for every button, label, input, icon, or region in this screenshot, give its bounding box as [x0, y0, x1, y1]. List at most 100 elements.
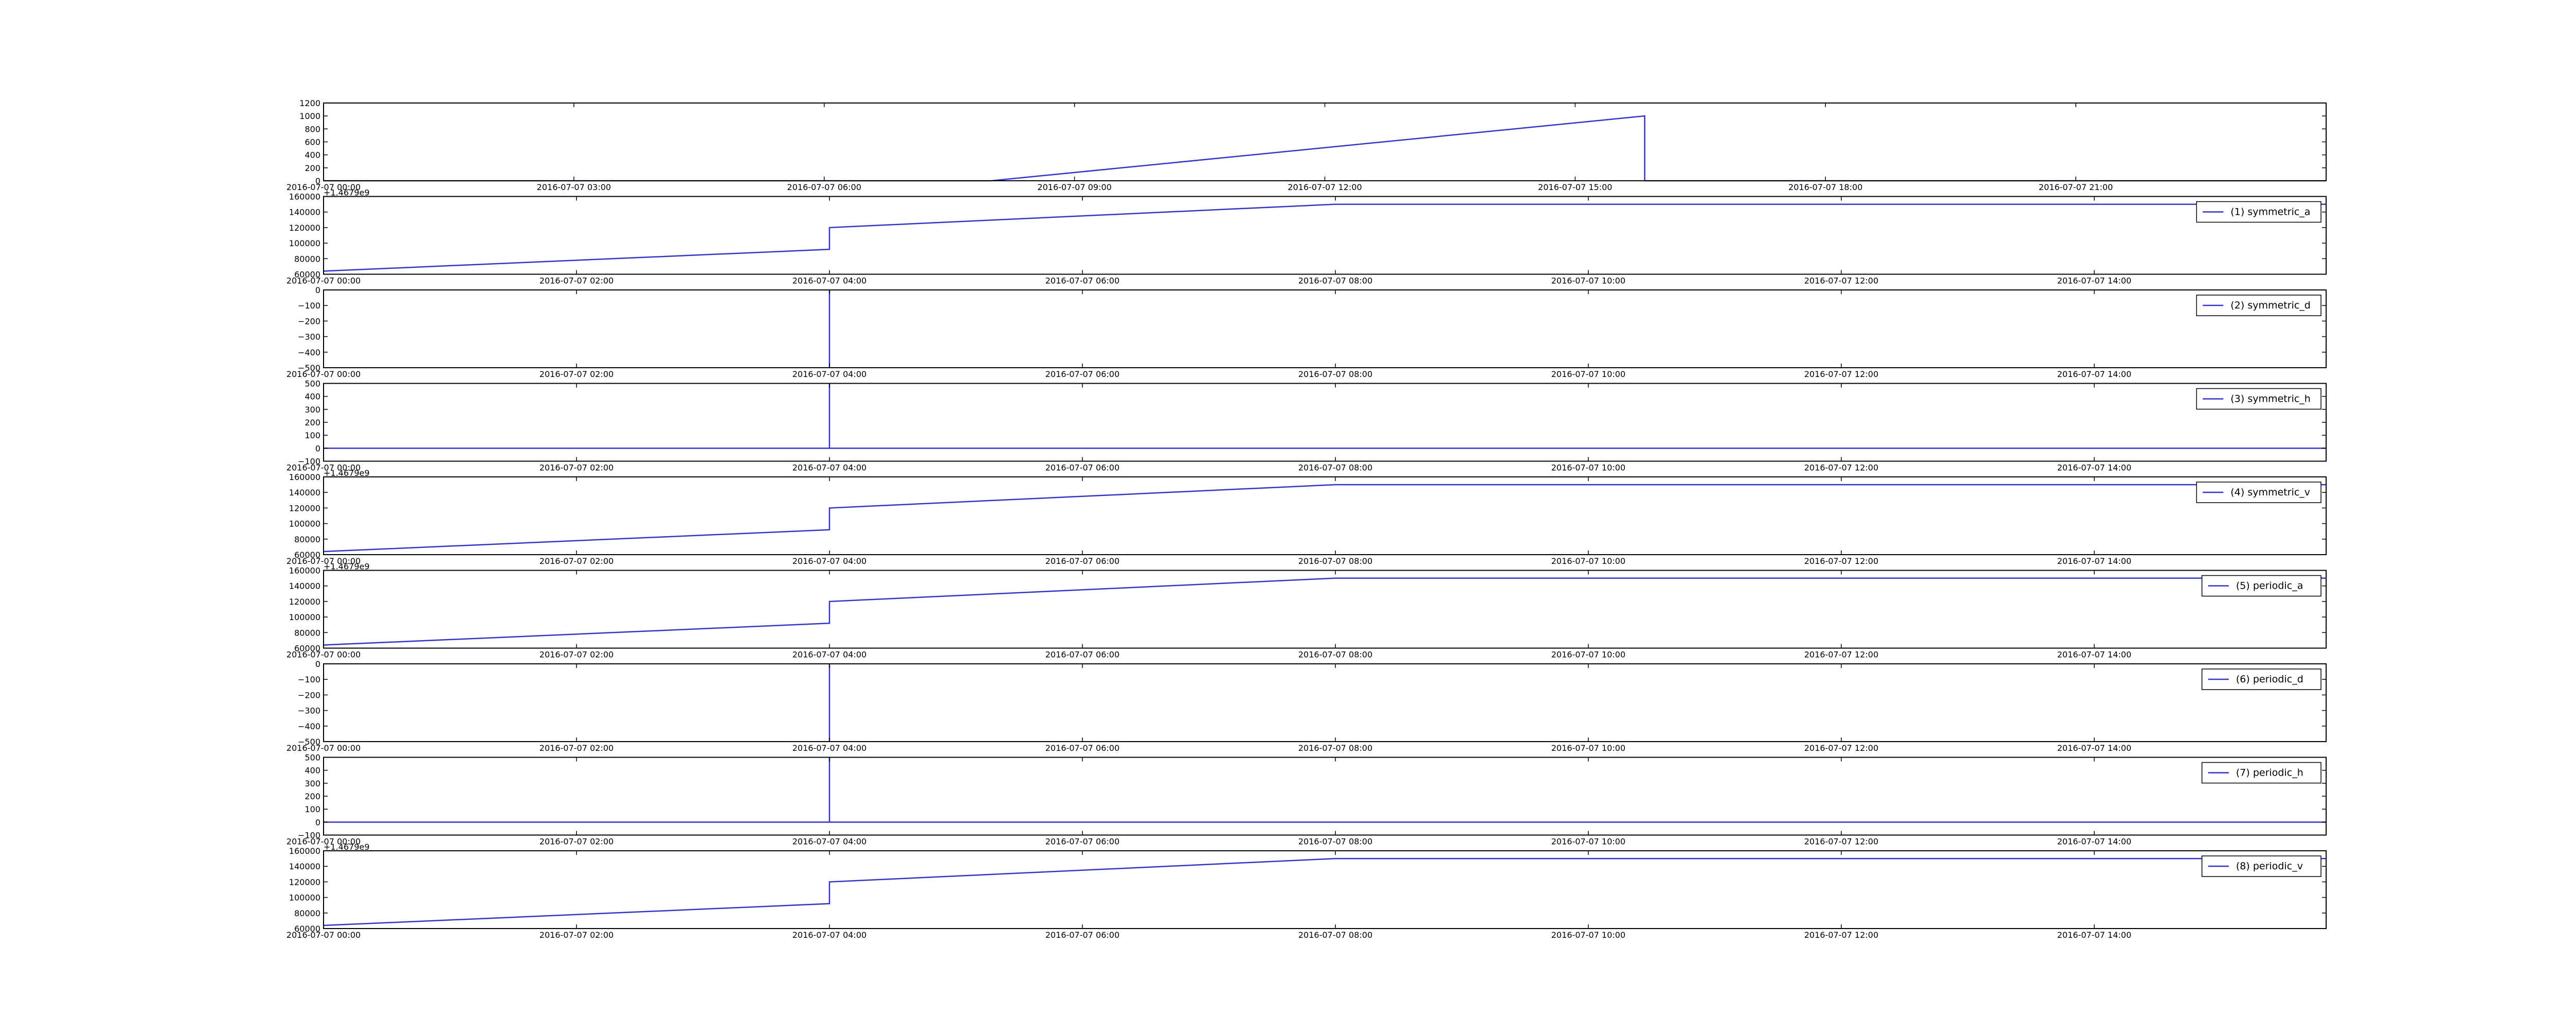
legend-label: (5) periodic_a — [2236, 580, 2303, 592]
x-tick-label: 2016-07-07 12:00 — [1804, 369, 1878, 379]
y-tick-label: −100 — [298, 301, 320, 311]
x-tick-label: 2016-07-07 08:00 — [1298, 463, 1372, 473]
axis-offset-label: +1.4679e9 — [324, 842, 369, 852]
subplot-6: 60000800001000001200001400001600002016-0… — [286, 562, 2327, 660]
y-tick-label: −500 — [298, 737, 320, 747]
x-tick-label: 2016-07-07 14:00 — [2057, 650, 2131, 660]
y-tick-label: 100000 — [289, 519, 320, 529]
y-tick-label: −400 — [298, 722, 320, 731]
x-tick-label: 2016-07-07 00:00 — [286, 463, 361, 473]
x-tick-label: 2016-07-07 14:00 — [2057, 369, 2131, 379]
y-tick-label: 500 — [304, 379, 320, 389]
y-tick-label: −400 — [298, 348, 320, 357]
x-tick-label: 2016-07-07 06:00 — [1045, 369, 1120, 379]
y-tick-label: 60000 — [294, 550, 320, 560]
x-tick-label: 2016-07-07 09:00 — [1038, 182, 1112, 192]
y-tick-label: 140000 — [289, 208, 320, 217]
y-tick-label: −300 — [298, 706, 320, 716]
x-tick-label: 2016-07-07 00:00 — [286, 650, 361, 660]
y-tick-label: 120000 — [289, 223, 320, 233]
x-tick-label: 2016-07-07 08:00 — [1298, 930, 1372, 940]
x-tick-label: 2016-07-07 02:00 — [539, 369, 614, 379]
x-tick-label: 2016-07-07 08:00 — [1298, 276, 1372, 286]
y-tick-label: 120000 — [289, 877, 320, 887]
y-tick-label: 300 — [304, 779, 320, 788]
y-tick-label: 500 — [304, 753, 320, 763]
y-tick-label: 1000 — [299, 111, 320, 121]
y-tick-label: 60000 — [294, 924, 320, 934]
x-tick-label: 2016-07-07 21:00 — [2039, 182, 2113, 192]
x-tick-label: 2016-07-07 10:00 — [1551, 743, 1625, 753]
x-tick-label: 2016-07-07 00:00 — [286, 276, 361, 286]
x-tick-label: 2016-07-07 04:00 — [792, 556, 867, 566]
x-tick-label: 2016-07-07 06:00 — [1045, 276, 1120, 286]
y-tick-label: 200 — [304, 792, 320, 801]
y-tick-label: 0 — [315, 443, 320, 453]
y-tick-label: 0 — [315, 285, 320, 295]
axes-frame — [323, 570, 2327, 649]
x-tick-label: 2016-07-07 10:00 — [1551, 650, 1625, 660]
x-tick-label: 2016-07-07 02:00 — [539, 743, 614, 753]
series-line — [323, 203, 2326, 272]
x-tick-label: 2016-07-07 04:00 — [792, 276, 867, 286]
y-tick-label: 100000 — [289, 238, 320, 248]
y-tick-label: 160000 — [289, 566, 320, 576]
x-tick-label: 2016-07-07 10:00 — [1551, 276, 1625, 286]
y-tick-label: −100 — [298, 831, 320, 840]
y-tick-label: 200 — [304, 163, 320, 173]
y-tick-label: 600 — [304, 138, 320, 147]
y-tick-label: 80000 — [294, 908, 320, 918]
x-tick-label: 2016-07-07 10:00 — [1551, 837, 1625, 847]
y-tick-label: 140000 — [289, 862, 320, 871]
y-tick-label: 120000 — [289, 597, 320, 607]
y-tick-label: 400 — [304, 392, 320, 402]
y-tick-label: −100 — [298, 457, 320, 467]
axes-frame — [323, 476, 2327, 555]
series-line — [323, 857, 2326, 926]
y-tick-label: 800 — [304, 124, 320, 134]
y-tick-label: 60000 — [294, 644, 320, 654]
x-tick-label: 2016-07-07 02:00 — [539, 837, 614, 847]
x-tick-label: 2016-07-07 06:00 — [1045, 463, 1120, 473]
y-tick-label: 100000 — [289, 612, 320, 622]
x-tick-label: 2016-07-07 18:00 — [1788, 182, 1862, 192]
x-tick-label: 2016-07-07 06:00 — [1045, 556, 1120, 566]
x-tick-label: 2016-07-07 04:00 — [792, 743, 867, 753]
legend-label: (1) symmetric_a — [2231, 207, 2311, 218]
x-tick-label: 2016-07-07 06:00 — [787, 182, 861, 192]
series-line — [323, 484, 2326, 553]
x-tick-label: 2016-07-07 14:00 — [2057, 930, 2131, 940]
x-tick-label: 2016-07-07 04:00 — [792, 930, 867, 940]
x-tick-label: 2016-07-07 10:00 — [1551, 369, 1625, 379]
x-tick-label: 2016-07-07 10:00 — [1551, 556, 1625, 566]
subplot-9: 60000800001000001200001400001600002016-0… — [286, 842, 2327, 940]
x-tick-label: 2016-07-07 12:00 — [1287, 182, 1362, 192]
axes-frame — [323, 289, 2327, 368]
y-tick-label: 200 — [304, 418, 320, 427]
y-tick-label: 160000 — [289, 472, 320, 482]
legend-label: (6) periodic_d — [2236, 674, 2303, 685]
y-tick-label: 0 — [315, 817, 320, 827]
subplot-5: 60000800001000001200001400001600002016-0… — [286, 468, 2327, 566]
y-tick-label: 100000 — [289, 893, 320, 903]
x-tick-label: 2016-07-07 04:00 — [792, 650, 867, 660]
x-tick-label: 2016-07-07 03:00 — [537, 182, 611, 192]
y-tick-label: −300 — [298, 332, 320, 342]
y-tick-label: 0 — [315, 176, 320, 186]
y-tick-label: 300 — [304, 405, 320, 415]
y-tick-label: 0 — [315, 659, 320, 669]
x-tick-label: 2016-07-07 02:00 — [539, 650, 614, 660]
axes-frame — [323, 850, 2327, 929]
x-tick-label: 2016-07-07 12:00 — [1804, 930, 1878, 940]
y-tick-label: 100 — [304, 804, 320, 814]
x-tick-label: 2016-07-07 04:00 — [792, 463, 867, 473]
x-tick-label: 2016-07-07 12:00 — [1804, 743, 1878, 753]
x-tick-label: 2016-07-07 00:00 — [286, 556, 361, 566]
x-tick-label: 2016-07-07 08:00 — [1298, 369, 1372, 379]
y-tick-label: −100 — [298, 675, 320, 684]
